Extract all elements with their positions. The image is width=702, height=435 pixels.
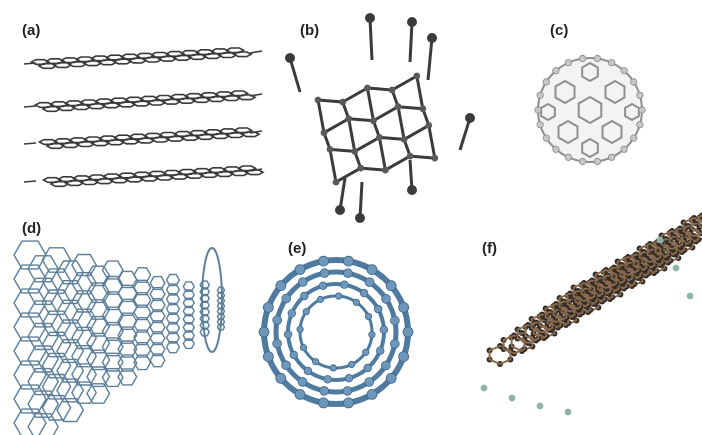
panel-label-f: (f): [482, 240, 497, 257]
graphene-sheet: [480, 212, 702, 416]
graphite-layer: [23, 90, 263, 113]
graphite-layers: [23, 47, 265, 188]
panel-label-e: (e): [288, 240, 307, 257]
nanotube-wireframe: [13, 240, 226, 435]
graphite-layer: [23, 127, 263, 150]
graphite-layer: [23, 165, 265, 188]
graphite-layer: [23, 47, 263, 70]
panel-label-c: (c): [550, 22, 569, 39]
panel-label-b: (b): [300, 22, 320, 39]
fullerene-ball: [534, 54, 646, 166]
panel-label-a: (a): [22, 22, 41, 39]
nanotube-ball-and-stick: [258, 255, 414, 409]
diamond-lattice: [285, 13, 475, 223]
panel-label-d: (d): [22, 220, 42, 237]
